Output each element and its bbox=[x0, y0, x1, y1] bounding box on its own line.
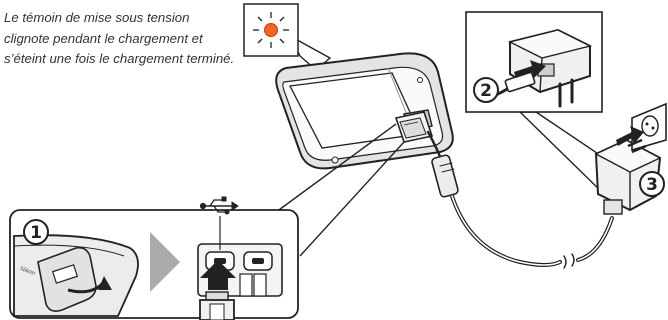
step-2-number: 2 bbox=[473, 77, 499, 103]
usb-symbol-icon bbox=[199, 196, 239, 215]
power-lamp-callout bbox=[243, 3, 332, 71]
usb-cable bbox=[426, 130, 614, 269]
svg-text:2: 2 bbox=[480, 81, 492, 101]
power-lamp-icon bbox=[253, 12, 289, 48]
wall-adapter: 3 bbox=[594, 102, 667, 215]
insert-arrow-icon bbox=[514, 60, 546, 78]
usb-micro-plug bbox=[199, 291, 235, 320]
inset-step-2: 2 bbox=[465, 11, 636, 197]
insert-arrow-icon bbox=[616, 126, 644, 146]
inset-step-1: Nikon bbox=[9, 209, 299, 320]
svg-text:Nikon: Nikon bbox=[19, 266, 35, 277]
svg-text:3: 3 bbox=[646, 175, 658, 195]
camera-corner: Nikon bbox=[13, 234, 139, 317]
play-triangle-icon bbox=[150, 232, 180, 292]
camera-usb-plug bbox=[394, 109, 434, 143]
step-1-number: 1 bbox=[23, 219, 49, 245]
callout-lines bbox=[267, 123, 405, 257]
svg-text:1: 1 bbox=[30, 223, 42, 243]
insert-arrow-icon bbox=[200, 260, 236, 290]
power-outlet-icon bbox=[631, 102, 667, 152]
step-3-number: 3 bbox=[639, 171, 665, 197]
caption-text: Le témoin de mise sous tension clignote … bbox=[4, 10, 235, 66]
